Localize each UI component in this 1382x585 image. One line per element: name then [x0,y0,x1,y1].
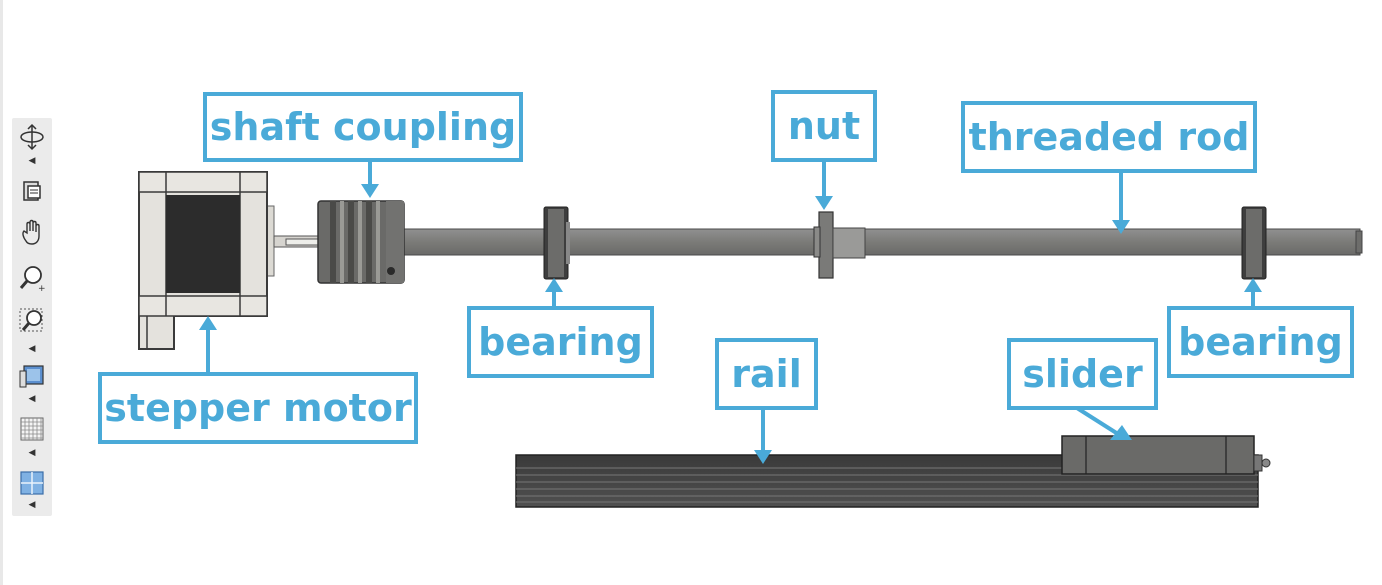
stepper-motor [138,171,268,350]
nut-part [813,211,866,279]
rail-part [515,454,1259,508]
orbit-icon [20,123,44,151]
shaft-coupling-label: shaft coupling [203,92,523,162]
display-menu-caret[interactable]: ◀ [28,394,36,404]
grid-button[interactable] [16,414,48,444]
nut-label: nut [771,90,877,162]
display-settings-button[interactable] [16,362,48,392]
zoom-menu-caret[interactable]: ◀ [28,344,36,354]
look-at-icon [23,181,41,201]
callout-arrows [199,160,1262,464]
display-settings-icon [19,365,44,388]
viewports-button[interactable] [16,468,48,498]
bearing-left-label: bearing [467,306,654,378]
view-toolbar: ◀ + ◀ ◀ [12,118,52,516]
grid-icon [20,417,44,441]
shaft-coupling-part [317,200,405,284]
threaded-rod-label: threaded rod [961,101,1257,173]
svg-text:+: + [38,284,46,292]
bearing-right-label: bearing [1167,306,1354,378]
orbit-menu-caret[interactable]: ◀ [28,156,36,166]
zoom-icon: + [19,266,46,292]
motor-shaft [265,205,331,277]
bearing-right-part [1241,206,1267,280]
viewports-icon [20,471,44,495]
slider-label: slider [1007,338,1158,410]
zoom-window-button[interactable] [16,306,48,336]
pan-button[interactable] [16,218,48,248]
orbit-button[interactable] [16,122,48,152]
window-edge [0,0,3,585]
slider-part [1061,435,1271,475]
stepper-motor-label: stepper motor [98,372,418,444]
look-at-button[interactable] [16,176,48,206]
bearing-left-part [543,206,570,280]
zoom-button[interactable]: + [16,263,48,293]
grid-menu-caret[interactable]: ◀ [28,448,36,458]
zoom-window-icon [19,308,43,332]
viewports-menu-caret[interactable]: ◀ [28,500,36,510]
pan-hand-icon [22,219,40,245]
rail-label: rail [715,338,818,410]
